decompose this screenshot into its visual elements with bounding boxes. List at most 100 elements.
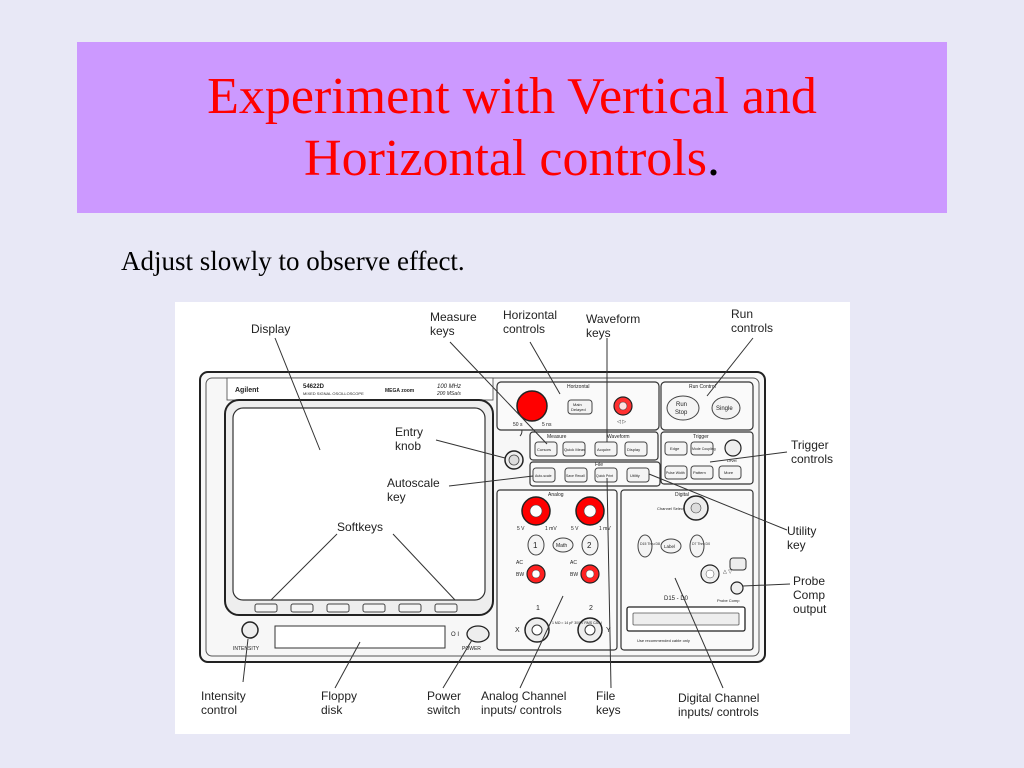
label-digital-2: inputs/ controls — [678, 705, 759, 719]
label-horizontal-1: Horizontal — [503, 308, 557, 322]
ch2-number: 2 — [589, 605, 593, 612]
probe-comp-terminal[interactable] — [729, 557, 747, 571]
horizontal-scale-knob[interactable] — [516, 390, 548, 422]
quick-print-button[interactable] — [594, 467, 618, 483]
label-measure-2: keys — [430, 324, 455, 338]
oscilloscope-svg: Agilent 54622D MIXED SIGNAL OSCILLOSCOPE… — [199, 307, 833, 719]
quick-print-label: Quick Print — [596, 474, 613, 478]
line-utility — [648, 473, 788, 531]
mode-coupling-button[interactable] — [690, 441, 714, 456]
label-probe-3: output — [793, 602, 827, 616]
horizontal-section-header: Horizontal — [567, 384, 590, 390]
d15-d0-label: D15 - D0 — [664, 596, 689, 602]
input-spec: 1 MΩ ≈ 14 pF 300 V RMS CAT I — [552, 621, 602, 625]
label-autoscale-1: Autoscale — [387, 476, 440, 490]
line-trigger — [709, 451, 788, 463]
softkey-6[interactable] — [434, 603, 458, 613]
model-subtitle: MIXED SIGNAL OSCILLOSCOPE — [303, 391, 364, 396]
measure-header: Measure — [547, 434, 567, 440]
d7-d0-button[interactable] — [689, 534, 705, 558]
display-btn-label: Display — [627, 447, 640, 452]
autoscale-button[interactable] — [532, 467, 556, 483]
cursors-button[interactable] — [534, 441, 558, 457]
more-button[interactable] — [718, 465, 742, 480]
floppy-disk-slot[interactable] — [274, 625, 446, 649]
label-run-1: Run — [731, 307, 753, 321]
label-analog-1: Analog Channel — [481, 689, 566, 703]
quick-meas-label: Quick Meas — [564, 447, 585, 452]
softkey-4[interactable] — [362, 603, 386, 613]
d15-d8-button[interactable] — [637, 534, 653, 558]
edge-label: Edge — [670, 446, 680, 451]
display-button[interactable] — [624, 441, 648, 457]
softkey-5[interactable] — [398, 603, 422, 613]
ch1-button[interactable] — [527, 534, 545, 556]
ch2-position-knob-center — [585, 569, 595, 579]
waveform-header: Waveform — [607, 434, 630, 440]
autoscale-btn-label: Auto-scale — [535, 474, 552, 478]
label-button[interactable] — [660, 538, 682, 554]
label-digital-1: Digital Channel — [678, 691, 759, 705]
oscilloscope-diagram: Agilent 54622D MIXED SIGNAL OSCILLOSCOPE… — [175, 302, 850, 734]
trigger-level-knob[interactable] — [724, 439, 742, 457]
digital-header: Digital — [675, 492, 689, 498]
run-stop-button[interactable] — [666, 395, 700, 421]
label-waveform-1: Waveform — [586, 312, 640, 326]
label-entry-2: knob — [395, 439, 421, 453]
ch1-bw: BW — [516, 572, 524, 578]
softkey-row — [254, 603, 458, 613]
channel-select-label: Channel Select — [657, 506, 685, 511]
softkey-3[interactable] — [326, 603, 350, 613]
digital-position-knob-center — [705, 569, 715, 579]
quick-meas-button[interactable] — [562, 441, 586, 457]
title-line-1: Experiment with Vertical and — [207, 67, 817, 125]
model-number: 54622D — [303, 384, 325, 390]
label-floppy-1: Floppy — [321, 689, 357, 703]
softkey-1[interactable] — [254, 603, 278, 613]
line-softkeys-right — [392, 533, 456, 601]
main-delayed-button[interactable] — [567, 399, 593, 415]
edge-button[interactable] — [664, 441, 688, 456]
probe-comp-output[interactable] — [730, 581, 744, 595]
ch2-button-label: 2 — [587, 541, 592, 550]
megazoom-logo: MEGA zoom — [385, 388, 415, 394]
label-display: Display — [251, 322, 290, 336]
line-display — [274, 337, 321, 451]
pulse-width-button[interactable] — [664, 465, 688, 480]
math-button[interactable] — [552, 537, 574, 553]
ch2-button[interactable] — [581, 534, 599, 556]
level-label: Level — [727, 458, 737, 463]
line-probe — [742, 583, 791, 587]
x-label: X — [515, 627, 520, 634]
intensity-knob[interactable] — [241, 621, 259, 639]
single-button[interactable] — [711, 396, 741, 420]
ch2-5v: 5 V — [571, 526, 579, 532]
label-horizontal-2: controls — [503, 322, 545, 336]
line-digital — [674, 577, 724, 689]
ch1-position-knob-center — [531, 569, 541, 579]
title-period: . — [706, 129, 720, 187]
mode-label: Mode Coupling — [692, 447, 716, 451]
math-label: Math — [556, 543, 567, 549]
utility-button[interactable] — [626, 467, 650, 483]
display-screen — [232, 407, 486, 601]
softkey-2[interactable] — [290, 603, 314, 613]
label-utility-1: Utility — [787, 524, 816, 538]
label-power-1: Power — [427, 689, 461, 703]
power-switch[interactable] — [466, 625, 490, 643]
line-intensity — [242, 638, 249, 683]
d7-d0-label: D7 Thru D0 — [692, 542, 710, 546]
entry-knob-center — [508, 454, 520, 466]
label-trigger-2: controls — [791, 452, 833, 466]
title-line-2-text: Horizontal controls — [304, 129, 707, 187]
label-softkeys: Softkeys — [337, 520, 383, 534]
file-header: File — [595, 462, 603, 468]
label-file-1: File — [596, 689, 616, 703]
line-file — [606, 477, 612, 689]
acquire-button[interactable] — [594, 441, 618, 457]
label-entry-1: Entry — [395, 425, 423, 439]
save-recall-button[interactable] — [564, 467, 588, 483]
label-file-2: keys — [596, 703, 621, 717]
label-run-2: controls — [731, 321, 773, 335]
pattern-button[interactable] — [690, 465, 714, 480]
